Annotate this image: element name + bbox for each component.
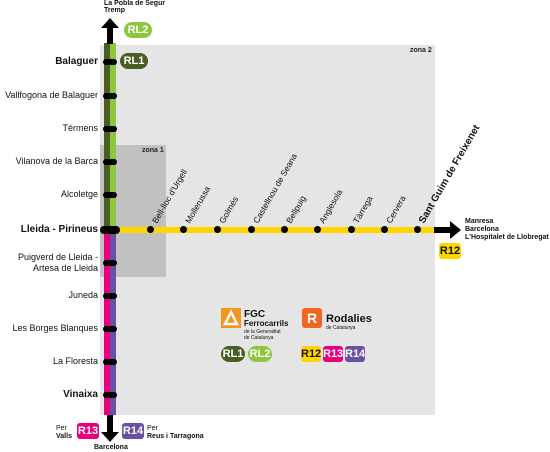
station-marker: [103, 192, 117, 198]
station-vinaixa: Vinaixa: [63, 389, 98, 400]
arrow-right-icon: [434, 221, 461, 239]
r12-badge-legend: R12: [301, 346, 322, 362]
south-destination: Barcelona: [94, 444, 128, 451]
r14-badge-south: R14: [122, 423, 144, 439]
station-marker: [103, 293, 117, 299]
r14-badge-legend: R14: [345, 346, 366, 362]
east-destination-3: L'Hospitalet de Llobregat: [465, 234, 549, 241]
station-dot: [314, 226, 321, 233]
rl2-badge-top: RL2: [124, 22, 152, 38]
fgc-sub-1: de la Generalitat: [244, 329, 281, 335]
east-destination-1: Manresa: [465, 218, 494, 225]
rl1-line: [104, 43, 110, 230]
r13-badge-legend: R13: [323, 346, 344, 362]
rodalies-name: Rodalies: [326, 313, 372, 325]
interchange-marker: [100, 226, 120, 234]
station-puigverd-1: Puigverd de Lleida -: [17, 252, 98, 262]
rl2-line: [110, 43, 116, 230]
zone-1-label: zona 1: [142, 147, 164, 154]
r13-via-label-1: Per: [56, 425, 67, 432]
station-termens: Térmens: [62, 123, 98, 133]
fgc-name: Ferrocarrils: [244, 319, 289, 328]
fgc-logo-text: FGC: [244, 309, 266, 320]
station-dot: [348, 226, 355, 233]
station-balaguer: Balaguer: [55, 56, 98, 67]
r14-via-label-1: Per: [147, 425, 158, 432]
r14-via-label-2: Reus i Tarragona: [147, 433, 204, 440]
station-dot: [281, 226, 288, 233]
rl2-badge-legend: RL2: [248, 346, 272, 362]
rodalies-logo-icon: R: [302, 308, 322, 328]
rl1-badge-top: RL1: [120, 53, 148, 69]
station-vilanova: Vilanova de la Barca: [15, 156, 98, 166]
r13-line: [104, 230, 110, 415]
r14-line: [110, 230, 116, 415]
station-marker: [103, 326, 117, 332]
rodalies-sub: de Catalunya: [326, 325, 356, 331]
station-la-floresta: La Floresta: [52, 356, 98, 366]
arrow-up-icon: [101, 18, 119, 44]
station-puigverd-2: Artesa de Lleida: [32, 263, 98, 273]
station-dot: [180, 226, 187, 233]
station-marker: [103, 59, 117, 65]
station-marker: [103, 126, 117, 132]
station-dot: [147, 226, 154, 233]
station-marker: [103, 392, 117, 398]
station-dot: [381, 226, 388, 233]
station-lleida-pirineus: Lleida - Pirineus: [20, 224, 98, 235]
north-destination-1: La Pobla de Segur: [104, 0, 166, 7]
rl1-badge-legend: RL1: [221, 346, 245, 362]
station-dot: [248, 226, 255, 233]
station-marker: [103, 260, 117, 266]
station-dot: [214, 226, 221, 233]
station-dot: [414, 226, 421, 233]
east-destination-2: Barcelona: [465, 226, 499, 233]
north-destination-2: Tremp: [104, 7, 126, 14]
r13-badge-south: R13: [77, 423, 99, 439]
station-borges-blanques: Les Borges Blanques: [12, 323, 98, 333]
r12-badge-east: R12: [439, 243, 461, 259]
fgc-logo-icon: [221, 308, 241, 328]
r13-via-label-2: Valls: [56, 433, 72, 440]
station-vallfogona: Vallfogona de Balaguer: [5, 90, 98, 100]
zone-2-label: zona 2: [410, 47, 432, 54]
station-marker: [103, 359, 117, 365]
fgc-sub-2: de Catalunya: [244, 335, 274, 341]
station-marker: [103, 93, 117, 99]
arrow-down-icon: [101, 415, 119, 442]
r12-line: [104, 227, 434, 233]
station-marker: [103, 159, 117, 165]
station-juneda: Juneda: [68, 290, 98, 300]
station-alcoletge: Alcoletge: [60, 189, 98, 199]
